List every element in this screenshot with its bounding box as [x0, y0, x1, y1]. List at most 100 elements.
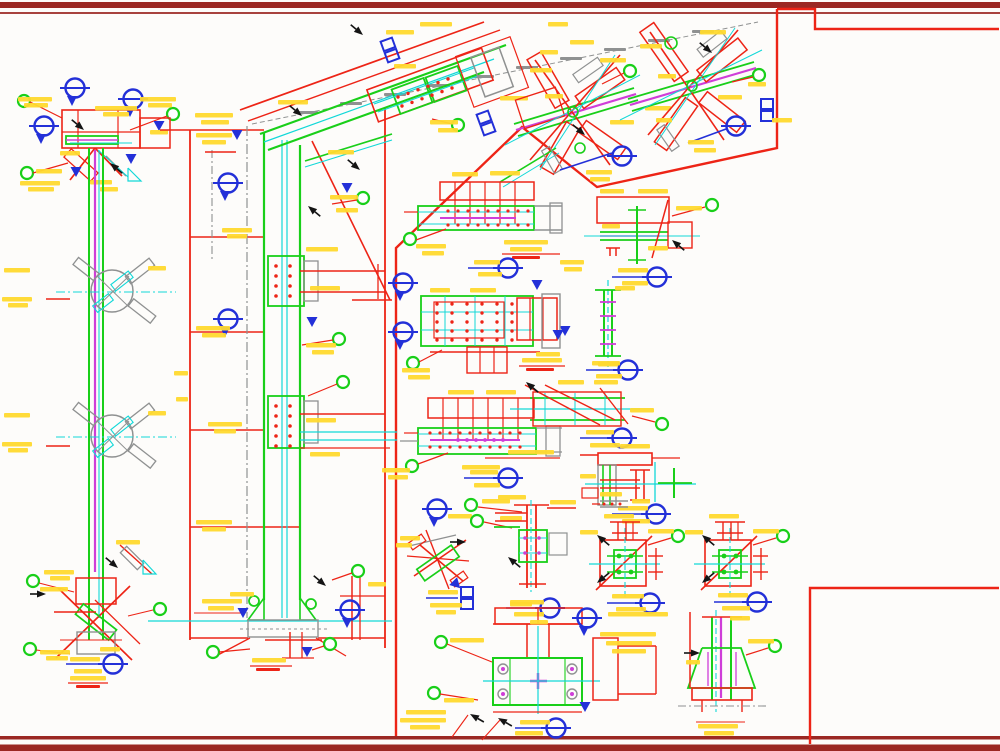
weld-symbol-icon [301, 647, 313, 657]
bolt-dot [483, 438, 487, 442]
annotation-text-blob [704, 731, 734, 736]
detail-bubble-icon [426, 685, 442, 701]
bolt-dot [426, 84, 430, 88]
cad-rect [267, 395, 305, 449]
weld-symbol-icon [231, 130, 243, 140]
annotation-text-blob [402, 368, 430, 373]
bolt-dot [480, 302, 484, 306]
cad-rect [656, 123, 680, 153]
annotation-text-blob [698, 724, 738, 729]
annotation-text-blob [50, 576, 70, 581]
bolt-dot [495, 329, 499, 333]
bolt-dot [526, 223, 530, 227]
detail-bubble-icon [25, 573, 41, 589]
annotation-text-blob [592, 361, 620, 366]
cad-line [451, 714, 469, 738]
bolt-dot [506, 223, 510, 227]
cad-rect [139, 117, 171, 149]
annotation-text-blob [498, 495, 526, 500]
annotation-text-blob [196, 326, 230, 331]
annotation-text-blob [256, 668, 280, 671]
annotation-text-blob [36, 169, 62, 174]
annotation-text-blob [530, 620, 548, 625]
arrow-icon [699, 42, 706, 48]
cad-line [127, 609, 154, 617]
cad-circle [497, 663, 509, 675]
bolt-dot [508, 445, 512, 449]
annotation-text-blob [202, 333, 226, 338]
bolt-dot [616, 569, 622, 575]
annotation-text-blob [602, 224, 620, 229]
weld-symbol-icon [559, 326, 571, 336]
annotation-text-blob [600, 58, 626, 63]
annotation-text-blob [44, 570, 74, 575]
cad-rect [574, 66, 626, 110]
cad-circle [248, 595, 260, 607]
annotation-text-blob [490, 171, 520, 176]
detail-bubble-icon [22, 641, 38, 657]
cad-line [331, 572, 353, 581]
bolt-dot [488, 431, 492, 435]
detail-bubble-icon [165, 106, 181, 122]
annotation-text-blob [586, 170, 612, 175]
detail-bubble-icon [704, 197, 720, 213]
cad-line [307, 383, 338, 397]
annotation-text-blob [522, 358, 562, 363]
cad-line [513, 87, 635, 125]
arrow-icon [708, 540, 715, 546]
annotation-text-blob [310, 286, 340, 291]
annotation-text-blob [630, 408, 654, 413]
weld-symbol-icon [579, 702, 591, 712]
bolt-dot [288, 444, 292, 448]
arrow-icon [702, 535, 712, 544]
bolt-dot [274, 294, 278, 298]
arrow-icon [289, 105, 302, 116]
annotation-text-blob [195, 113, 233, 118]
arrow-icon [308, 206, 321, 217]
bolt-dot [602, 502, 606, 506]
annotation-text-blob [450, 638, 484, 643]
bolt-dot [610, 502, 614, 506]
weld-symbol-icon [153, 121, 165, 131]
annotation-text-blob [685, 530, 703, 535]
bolt-dot [465, 438, 469, 442]
arrow-icon [350, 161, 360, 170]
arrow-icon [672, 240, 685, 251]
bolt-dot [428, 445, 432, 449]
annotation-text-blob [330, 195, 358, 200]
arrow-icon [110, 163, 123, 174]
annotation-text-blob [4, 268, 30, 273]
annotation-text-blob [676, 206, 702, 211]
bolt-dot [428, 431, 432, 435]
bolt-dot [446, 77, 450, 81]
cad-line [251, 21, 759, 125]
annotation-text-blob [448, 514, 472, 519]
detail-bubble-icon [322, 636, 338, 652]
arrow-icon [702, 574, 712, 583]
cad-line [239, 21, 485, 111]
arrow-icon [289, 105, 296, 111]
bolt-dot [498, 431, 502, 435]
annotation-text-blob [214, 429, 236, 434]
grid-bubble-icon [475, 109, 493, 126]
grid-bubble-icon [379, 36, 401, 64]
cad-rect [127, 442, 157, 470]
cad-line [373, 67, 475, 105]
cad-rect [532, 391, 622, 427]
annotation-text-blob [430, 603, 462, 608]
grid-bubble-icon [760, 110, 774, 122]
section-marker-icon [579, 626, 589, 636]
bolt-dot [495, 338, 499, 342]
annotation-text-blob [100, 187, 118, 192]
annotation-text-blob [430, 288, 450, 293]
annotation-text-blob [608, 612, 668, 617]
bolt-dot [506, 209, 510, 213]
cad-rect [597, 464, 617, 506]
annotation-text-blob [645, 106, 671, 111]
grid-bubble-icon [460, 586, 474, 610]
annotation-text-blob [470, 470, 498, 475]
bolt-dot [456, 209, 460, 213]
annotation-text-blob [116, 540, 140, 545]
annotation-text-blob [612, 594, 644, 599]
cad-circle [90, 414, 134, 458]
